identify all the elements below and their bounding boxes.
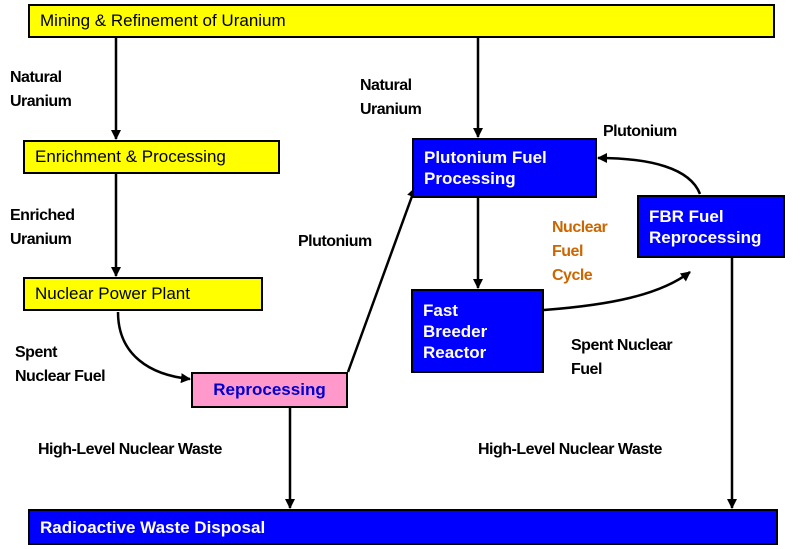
label-natural-uranium-left: Natural Uranium [10,69,72,110]
arrow-npp-to-reprocessing [116,311,191,384]
plutonium-fuel-processing-box: Plutonium Fuel Processing [412,138,597,198]
label-spent-nuclear-fuel-left: Spent Nuclear Fuel [15,344,106,385]
fast-breeder-reactor-box-label: Fast Breeder Reactor [423,300,488,362]
label-high-level-waste-left: High-Level Nuclear Waste [38,441,222,458]
plutonium-fuel-processing-box-label: Plutonium Fuel Processing [424,148,547,188]
nuclear-power-plant-box-label: Nuclear Power Plant [35,284,190,303]
fbr-fuel-reprocessing-box: FBR Fuel Reprocessing [637,195,785,258]
arrow-fbr-to-fbr-reproc [543,271,691,312]
fbr-fuel-reprocessing-box-label: FBR Fuel Reprocessing [649,206,762,247]
arrow-fbr-reproc-to-pu-fuel [597,153,702,195]
reprocessing-box-label: Reprocessing [213,380,326,399]
fast-breeder-reactor-box: Fast Breeder Reactor [411,289,544,373]
label-plutonium-mid: Plutonium [298,233,372,250]
label-natural-uranium-mid: Natural Uranium [360,77,422,118]
label-high-level-waste-right: High-Level Nuclear Waste [478,441,662,458]
nuclear-power-plant-box: Nuclear Power Plant [23,277,263,311]
mining-box-label: Mining & Refinement of Uranium [40,11,286,30]
label-plutonium-top: Plutonium [603,123,677,140]
label-spent-nuclear-fuel-right: Spent Nuclear Fuel [571,337,673,378]
arrow-reprocessing-to-pu-fuel [346,187,417,373]
label-nuclear-fuel-cycle: Nuclear Fuel Cycle [552,219,608,284]
mining-box: Mining & Refinement of Uranium [28,4,775,38]
reprocessing-box: Reprocessing [191,372,348,408]
label-enriched-uranium: Enriched Uranium [10,207,75,248]
radioactive-waste-disposal-box: Radioactive Waste Disposal [28,509,778,545]
radioactive-waste-disposal-box-label: Radioactive Waste Disposal [40,517,266,537]
enrichment-box: Enrichment & Processing [23,140,280,174]
enrichment-box-label: Enrichment & Processing [35,147,226,166]
